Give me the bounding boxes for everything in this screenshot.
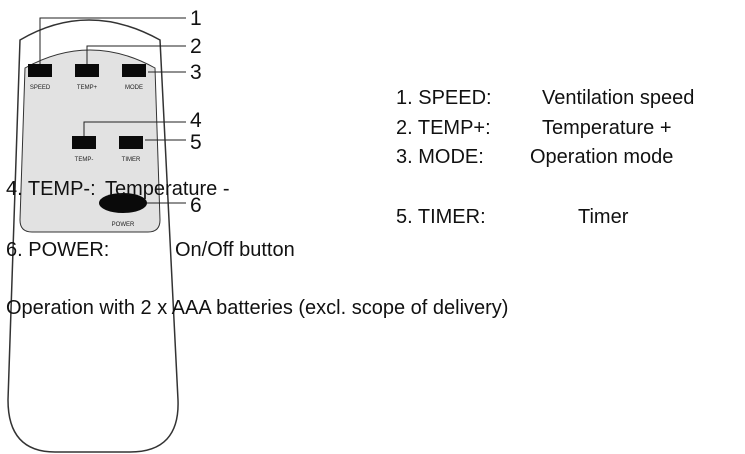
temp-plus-button[interactable] <box>75 64 99 77</box>
callout-number-3: 3 <box>190 61 202 84</box>
callout-number-6: 6 <box>190 194 202 217</box>
callout-number-5: 5 <box>190 131 202 154</box>
callout-number-2: 2 <box>190 35 202 58</box>
legend-item-power-key: 6. POWER: <box>6 239 109 261</box>
callout-number-1: 1 <box>190 7 202 30</box>
legend-item-mode-desc: Operation mode <box>530 146 673 168</box>
legend-item-power-desc: On/Off button <box>175 239 295 261</box>
callout-number-4: 4 <box>190 109 202 132</box>
legend-item-timer-key: 5. TIMER: <box>396 206 486 228</box>
legend-item-speed-desc: Ventilation speed <box>542 87 694 109</box>
legend-item-mode-key: 3. MODE: <box>396 146 484 168</box>
leader-line-1 <box>39 17 186 64</box>
temp-minus-button[interactable] <box>72 136 96 149</box>
speed-button-label: SPEED <box>30 85 51 91</box>
timer-button-label: TIMER <box>122 157 141 163</box>
legend-item-timer-desc: Timer <box>578 206 629 228</box>
legend-item-temp-minus-desc: Temperature - <box>105 178 230 200</box>
temp-plus-button-label: TEMP+ <box>77 85 98 91</box>
leader-line-4 <box>83 121 186 136</box>
temp-minus-button-label: TEMP- <box>75 157 94 163</box>
mode-button[interactable] <box>122 64 146 77</box>
timer-button[interactable] <box>119 136 143 149</box>
leader-lines <box>39 17 186 204</box>
mode-button-label: MODE <box>125 85 143 91</box>
remote-outline <box>7 19 179 453</box>
legend-item-temp-minus-key: 4. TEMP-: <box>6 178 96 200</box>
speed-button[interactable] <box>28 64 52 77</box>
leader-line-2 <box>86 45 186 64</box>
legend-item-speed-key: 1. SPEED: <box>396 87 492 109</box>
power-button-label: POWER <box>112 222 135 228</box>
battery-note: Operation with 2 x AAA batteries (excl. … <box>6 297 508 319</box>
legend-item-temp-plus-key: 2. TEMP+: <box>396 117 491 139</box>
power-button[interactable] <box>99 193 147 213</box>
legend-item-temp-plus-desc: Temperature + <box>542 117 672 139</box>
